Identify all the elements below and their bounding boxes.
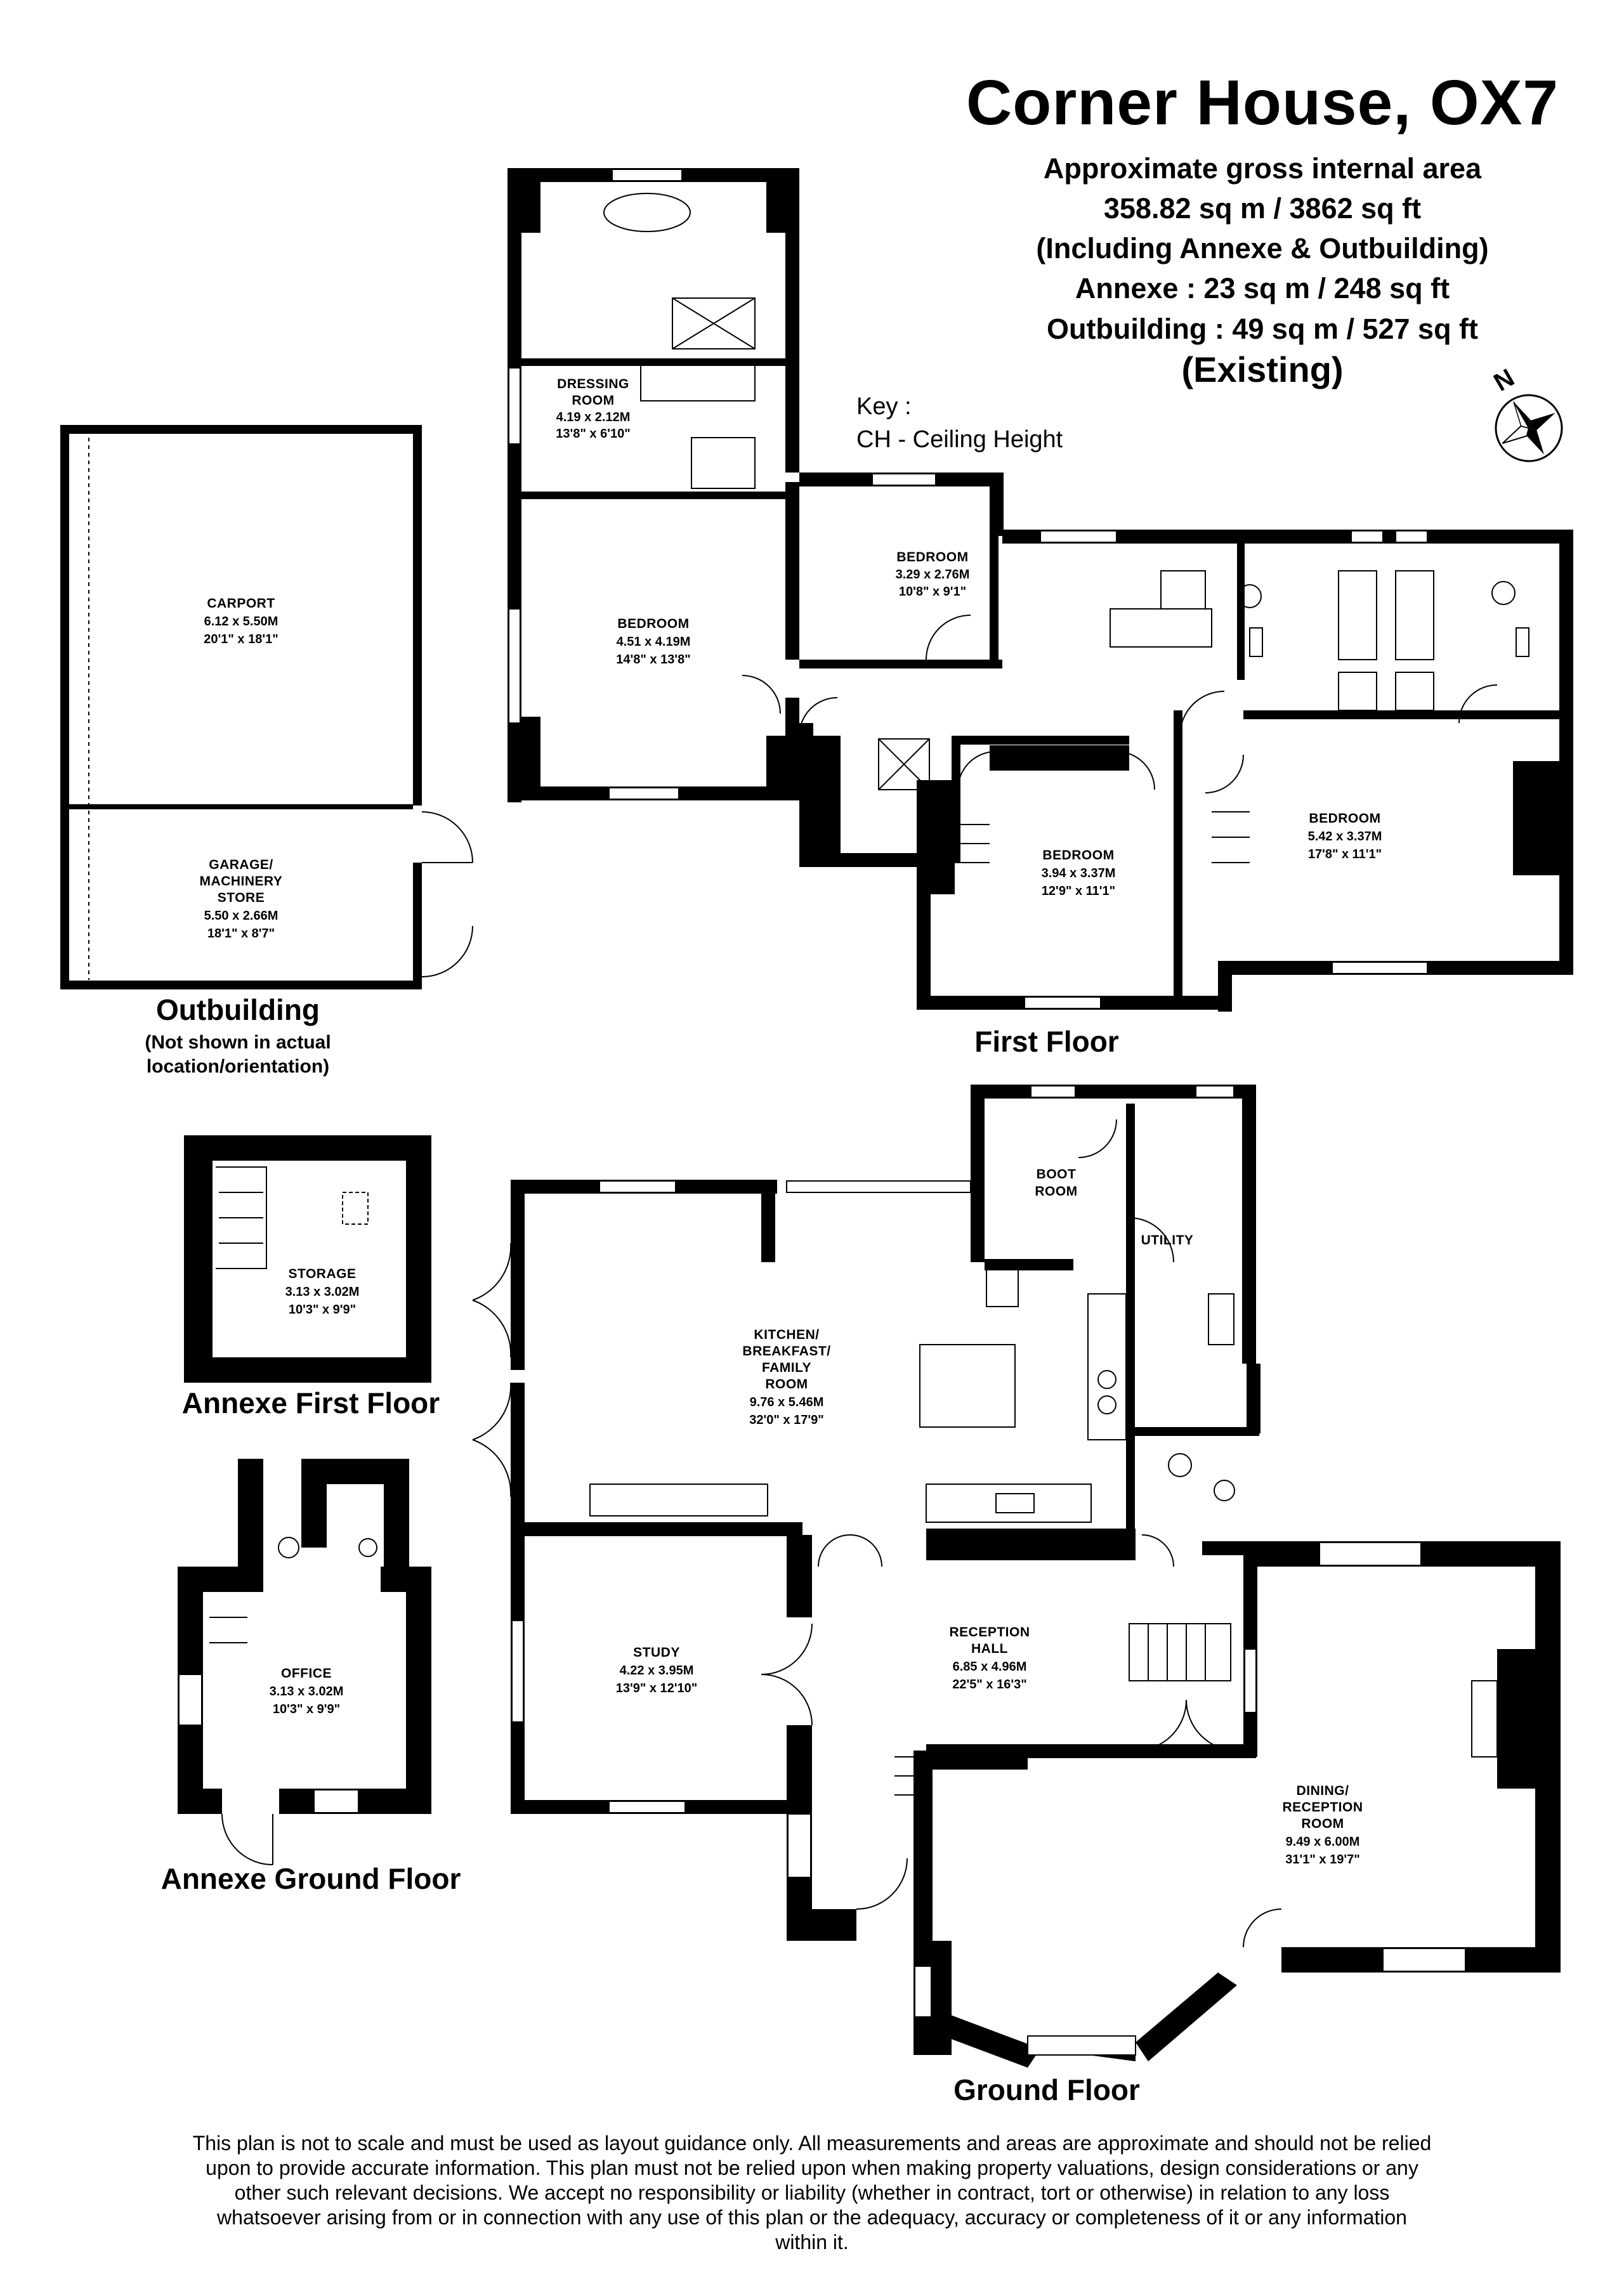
reception-hall-imperial: 22'5" x 16'3" [952, 1678, 1026, 1692]
ground-floor-fixtures [472, 1085, 1498, 2056]
garage-label: GARAGE/ [209, 858, 273, 872]
disclaimer-text: This plan is not to scale and must be us… [192, 2132, 1432, 2254]
dining-room-label-2: RECEPTION [1282, 1800, 1363, 1815]
garage-label-3: STORE [218, 890, 265, 905]
first-floor-plan [508, 168, 1573, 1012]
dining-room-metric: 9.49 x 6.00M [1286, 1835, 1360, 1849]
carport-label: CARPORT [207, 596, 275, 611]
storage-label: STORAGE [289, 1267, 357, 1281]
annexe-first-floor-plan [184, 1135, 431, 1383]
garage-label-2: MACHINERY [200, 874, 283, 889]
dining-room-imperial: 31'1" x 19'7" [1285, 1853, 1359, 1867]
dressing-room-label: DRESSING [557, 377, 629, 391]
key-entry: CH - Ceiling Height [856, 426, 1063, 453]
right-bedroom-label: BEDROOM [1309, 811, 1380, 826]
annexe-ground-floor-fixtures [178, 1537, 377, 1865]
room-labels: DRESSING ROOM 4.19 x 2.12M 13'8" x 6'10"… [200, 377, 1382, 1867]
outbuilding-plan [60, 425, 422, 989]
kitchen-label: KITCHEN/ [754, 1327, 819, 1342]
boot-room-label-2: ROOM [1035, 1184, 1077, 1199]
dressing-room-imperial: 13'8" x 6'10" [556, 427, 630, 441]
plan-status: (Existing) [1181, 349, 1344, 389]
annexe-ground-floor-plan [178, 1459, 431, 1814]
dining-room-label-3: ROOM [1301, 1817, 1344, 1831]
right-bedroom-metric: 5.42 x 3.37M [1308, 830, 1382, 844]
annexe-first-floor-fixtures [216, 1166, 369, 1269]
small-bedroom-imperial: 10'8" x 9'1" [899, 585, 966, 599]
kitchen-label-3: FAMILY [762, 1360, 811, 1375]
outbuilding-note-2: location/orientation) [146, 1056, 330, 1077]
main-bedroom-metric: 4.51 x 4.19M [617, 635, 691, 649]
reception-hall-label: RECEPTION [949, 1625, 1030, 1640]
garage-metric: 5.50 x 2.66M [204, 909, 278, 923]
key-heading: Key : [856, 393, 912, 420]
dressing-room-metric: 4.19 x 2.12M [556, 410, 631, 424]
ground-floor-plan [511, 1085, 1561, 2068]
main-bedroom-imperial: 14'8" x 13'8" [616, 653, 690, 667]
compass-rose-icon [1495, 394, 1563, 462]
carport-imperial: 20'1" x 18'1" [204, 632, 278, 646]
reception-hall-label-2: HALL [971, 1641, 1008, 1656]
carport-metric: 6.12 x 5.50M [204, 615, 278, 629]
boot-room-label: BOOT [1037, 1167, 1077, 1182]
office-label: OFFICE [281, 1666, 332, 1681]
compass-north-label: N [1490, 363, 1519, 397]
small-bedroom-metric: 3.29 x 2.76M [896, 568, 970, 582]
first-floor-heading: First Floor [974, 1025, 1119, 1058]
area-total: 358.82 sq m / 3862 sq ft [1103, 192, 1422, 225]
outbuilding-fixtures [88, 438, 473, 980]
study-metric: 4.22 x 3.95M [620, 1664, 694, 1678]
right-bedroom-imperial: 17'8" x 11'1" [1308, 847, 1382, 861]
storage-imperial: 10'3" x 9'9" [289, 1303, 356, 1317]
storage-metric: 3.13 x 3.02M [285, 1285, 360, 1299]
outbuilding-area: Outbuilding : 49 sq m / 527 sq ft [1046, 313, 1479, 345]
mid-bedroom-imperial: 12'9" x 11'1" [1042, 884, 1115, 898]
dressing-room-label-2: ROOM [572, 393, 614, 408]
kitchen-label-2: BREAKFAST/ [742, 1344, 830, 1359]
kitchen-metric: 9.76 x 5.46M [750, 1395, 824, 1409]
kitchen-imperial: 32'0" x 17'9" [749, 1413, 823, 1427]
outbuilding-note-1: (Not shown in actual [145, 1032, 331, 1053]
mid-bedroom-label: BEDROOM [1042, 848, 1114, 863]
first-floor-fixtures [508, 169, 1529, 1009]
key-legend: Key : CH - Ceiling Height [856, 390, 1063, 456]
main-bedroom-label: BEDROOM [617, 616, 689, 631]
dining-room-label: DINING/ [1297, 1784, 1349, 1798]
annexe-area: Annexe : 23 sq m / 248 sq ft [1075, 272, 1450, 304]
mid-bedroom-metric: 3.94 x 3.37M [1042, 866, 1116, 880]
kitchen-label-4: ROOM [765, 1377, 808, 1392]
annexe-ground-floor-heading: Annexe Ground Floor [160, 1862, 461, 1895]
utility-label: UTILITY [1141, 1233, 1194, 1248]
study-label: STUDY [633, 1645, 680, 1660]
area-note: (Including Annexe & Outbuilding) [1036, 232, 1489, 264]
office-metric: 3.13 x 3.02M [270, 1685, 344, 1699]
plan-title: Corner House, OX7 [966, 67, 1559, 138]
office-imperial: 10'3" x 9'9" [273, 1702, 340, 1716]
study-imperial: 13'9" x 12'10" [616, 1681, 698, 1695]
small-bedroom-label: BEDROOM [896, 550, 968, 564]
annexe-first-floor-heading: Annexe First Floor [181, 1386, 440, 1419]
reception-hall-metric: 6.85 x 4.96M [953, 1660, 1027, 1674]
ground-floor-heading: Ground Floor [953, 2073, 1140, 2106]
area-heading: Approximate gross internal area [1043, 152, 1482, 185]
garage-imperial: 18'1" x 8'7" [207, 927, 275, 941]
outbuilding-heading: Outbuilding [155, 993, 320, 1026]
